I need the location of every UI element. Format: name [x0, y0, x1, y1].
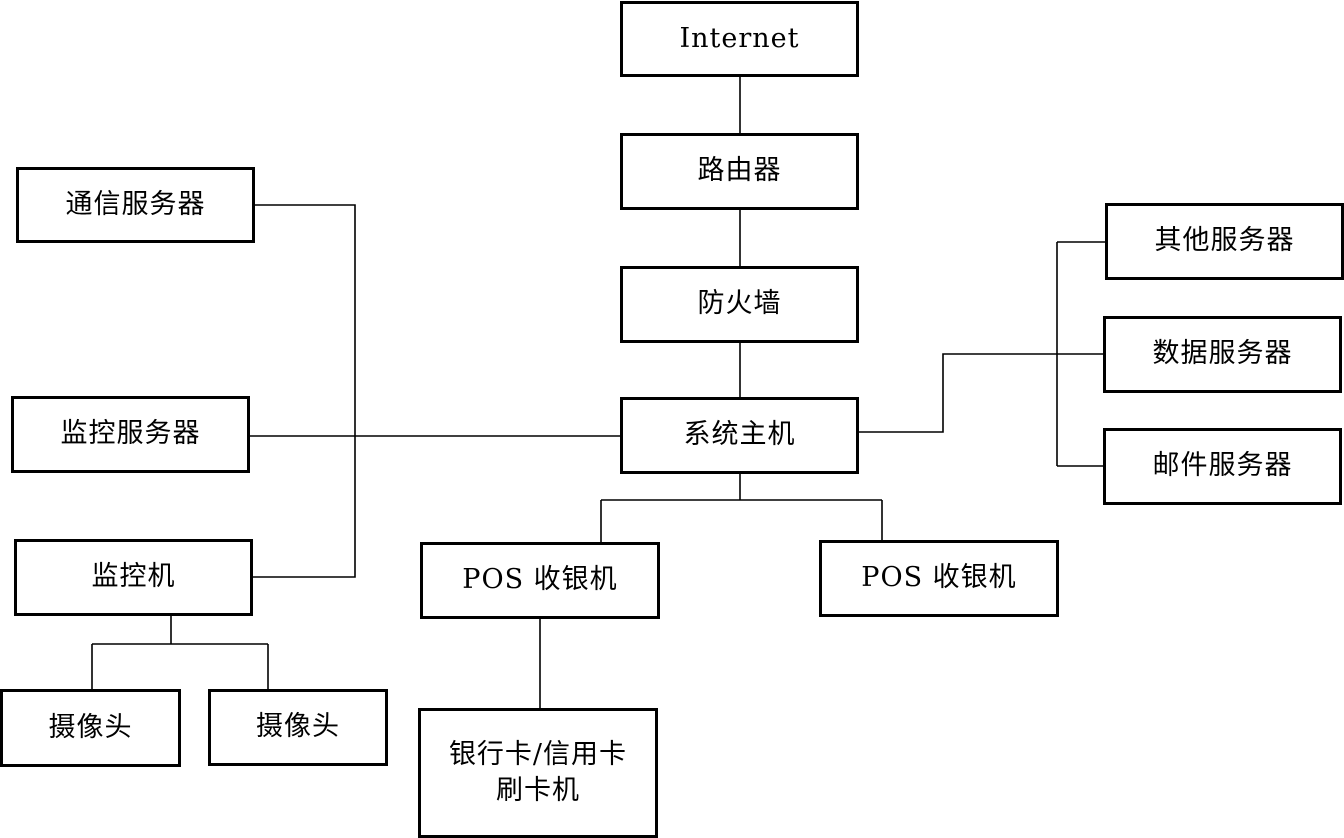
monitor-pc-label: 监控机 [91, 561, 176, 593]
comm-server-box: 通信服务器 [16, 167, 255, 243]
pos-2-label: POS 收银机 [861, 562, 1017, 594]
camera-1-box: 摄像头 [0, 689, 181, 767]
other-server-label: 其他服务器 [1154, 225, 1295, 257]
other-server-box: 其他服务器 [1105, 203, 1344, 280]
camera-1-label: 摄像头 [48, 711, 133, 743]
card-reader-box: 银行卡/信用卡 刷卡机 [418, 708, 658, 838]
internet-label: Internet [679, 22, 800, 54]
firewall-label: 防火墙 [697, 288, 782, 320]
mail-server-box: 邮件服务器 [1103, 428, 1342, 505]
monitor-pc-box: 监控机 [14, 539, 253, 616]
pos-1-box: POS 收银机 [420, 542, 660, 619]
router-box: 路由器 [620, 133, 859, 210]
pos-2-box: POS 收银机 [819, 540, 1059, 617]
data-server-label: 数据服务器 [1152, 338, 1293, 370]
host-box: 系统主机 [620, 397, 859, 474]
card-reader-label-line1: 银行卡/信用卡 [448, 738, 628, 770]
monitor-server-box: 监控服务器 [11, 396, 250, 473]
comm-server-label: 通信服务器 [65, 188, 206, 220]
camera-2-box: 摄像头 [208, 689, 388, 766]
card-reader-label-line2: 刷卡机 [496, 775, 580, 806]
router-label: 路由器 [697, 155, 782, 187]
internet-box: Internet [620, 1, 859, 77]
link-comm-server-bus [251, 204, 356, 578]
mail-server-label: 邮件服务器 [1152, 450, 1293, 482]
pos-1-label: POS 收银机 [462, 564, 618, 596]
camera-2-label: 摄像头 [256, 711, 340, 743]
monitor-server-label: 监控服务器 [60, 418, 201, 450]
firewall-box: 防火墙 [620, 266, 859, 343]
data-server-box: 数据服务器 [1103, 316, 1342, 393]
host-label: 系统主机 [683, 419, 796, 451]
link-host-servers [858, 353, 1104, 433]
